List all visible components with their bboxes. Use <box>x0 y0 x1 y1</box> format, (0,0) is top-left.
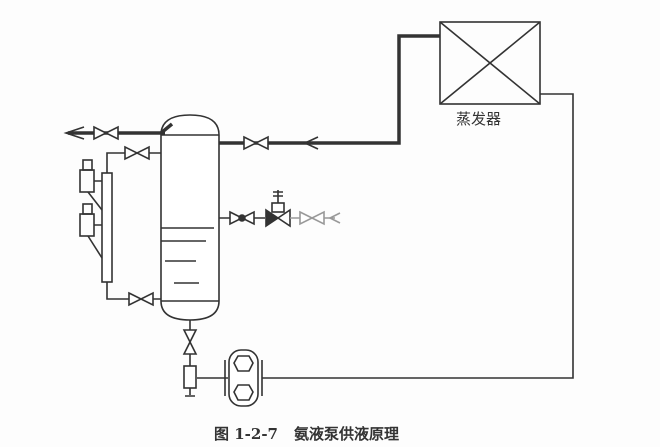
figure-number: 图 1-2-7 <box>214 425 278 443</box>
evaporator-label: 蒸发器 <box>456 110 502 128</box>
separator-vessel <box>160 114 220 321</box>
figure-title: 氨液泵供液原理 <box>294 425 400 443</box>
return-valve <box>243 136 269 150</box>
liquid-feed-line <box>219 190 341 228</box>
pump <box>224 349 263 407</box>
supply-pipe <box>262 93 574 379</box>
flow-arrow-icon <box>303 136 319 150</box>
outlet-arrow-icon <box>63 126 85 140</box>
evaporator <box>439 21 541 105</box>
drain-valve <box>183 329 197 355</box>
return-pipe <box>209 34 440 145</box>
filter <box>183 365 197 389</box>
level-gauge <box>79 146 161 306</box>
suction-valve <box>93 126 119 140</box>
figure-caption: 图 1-2-7 氨液泵供液原理 <box>214 423 415 444</box>
